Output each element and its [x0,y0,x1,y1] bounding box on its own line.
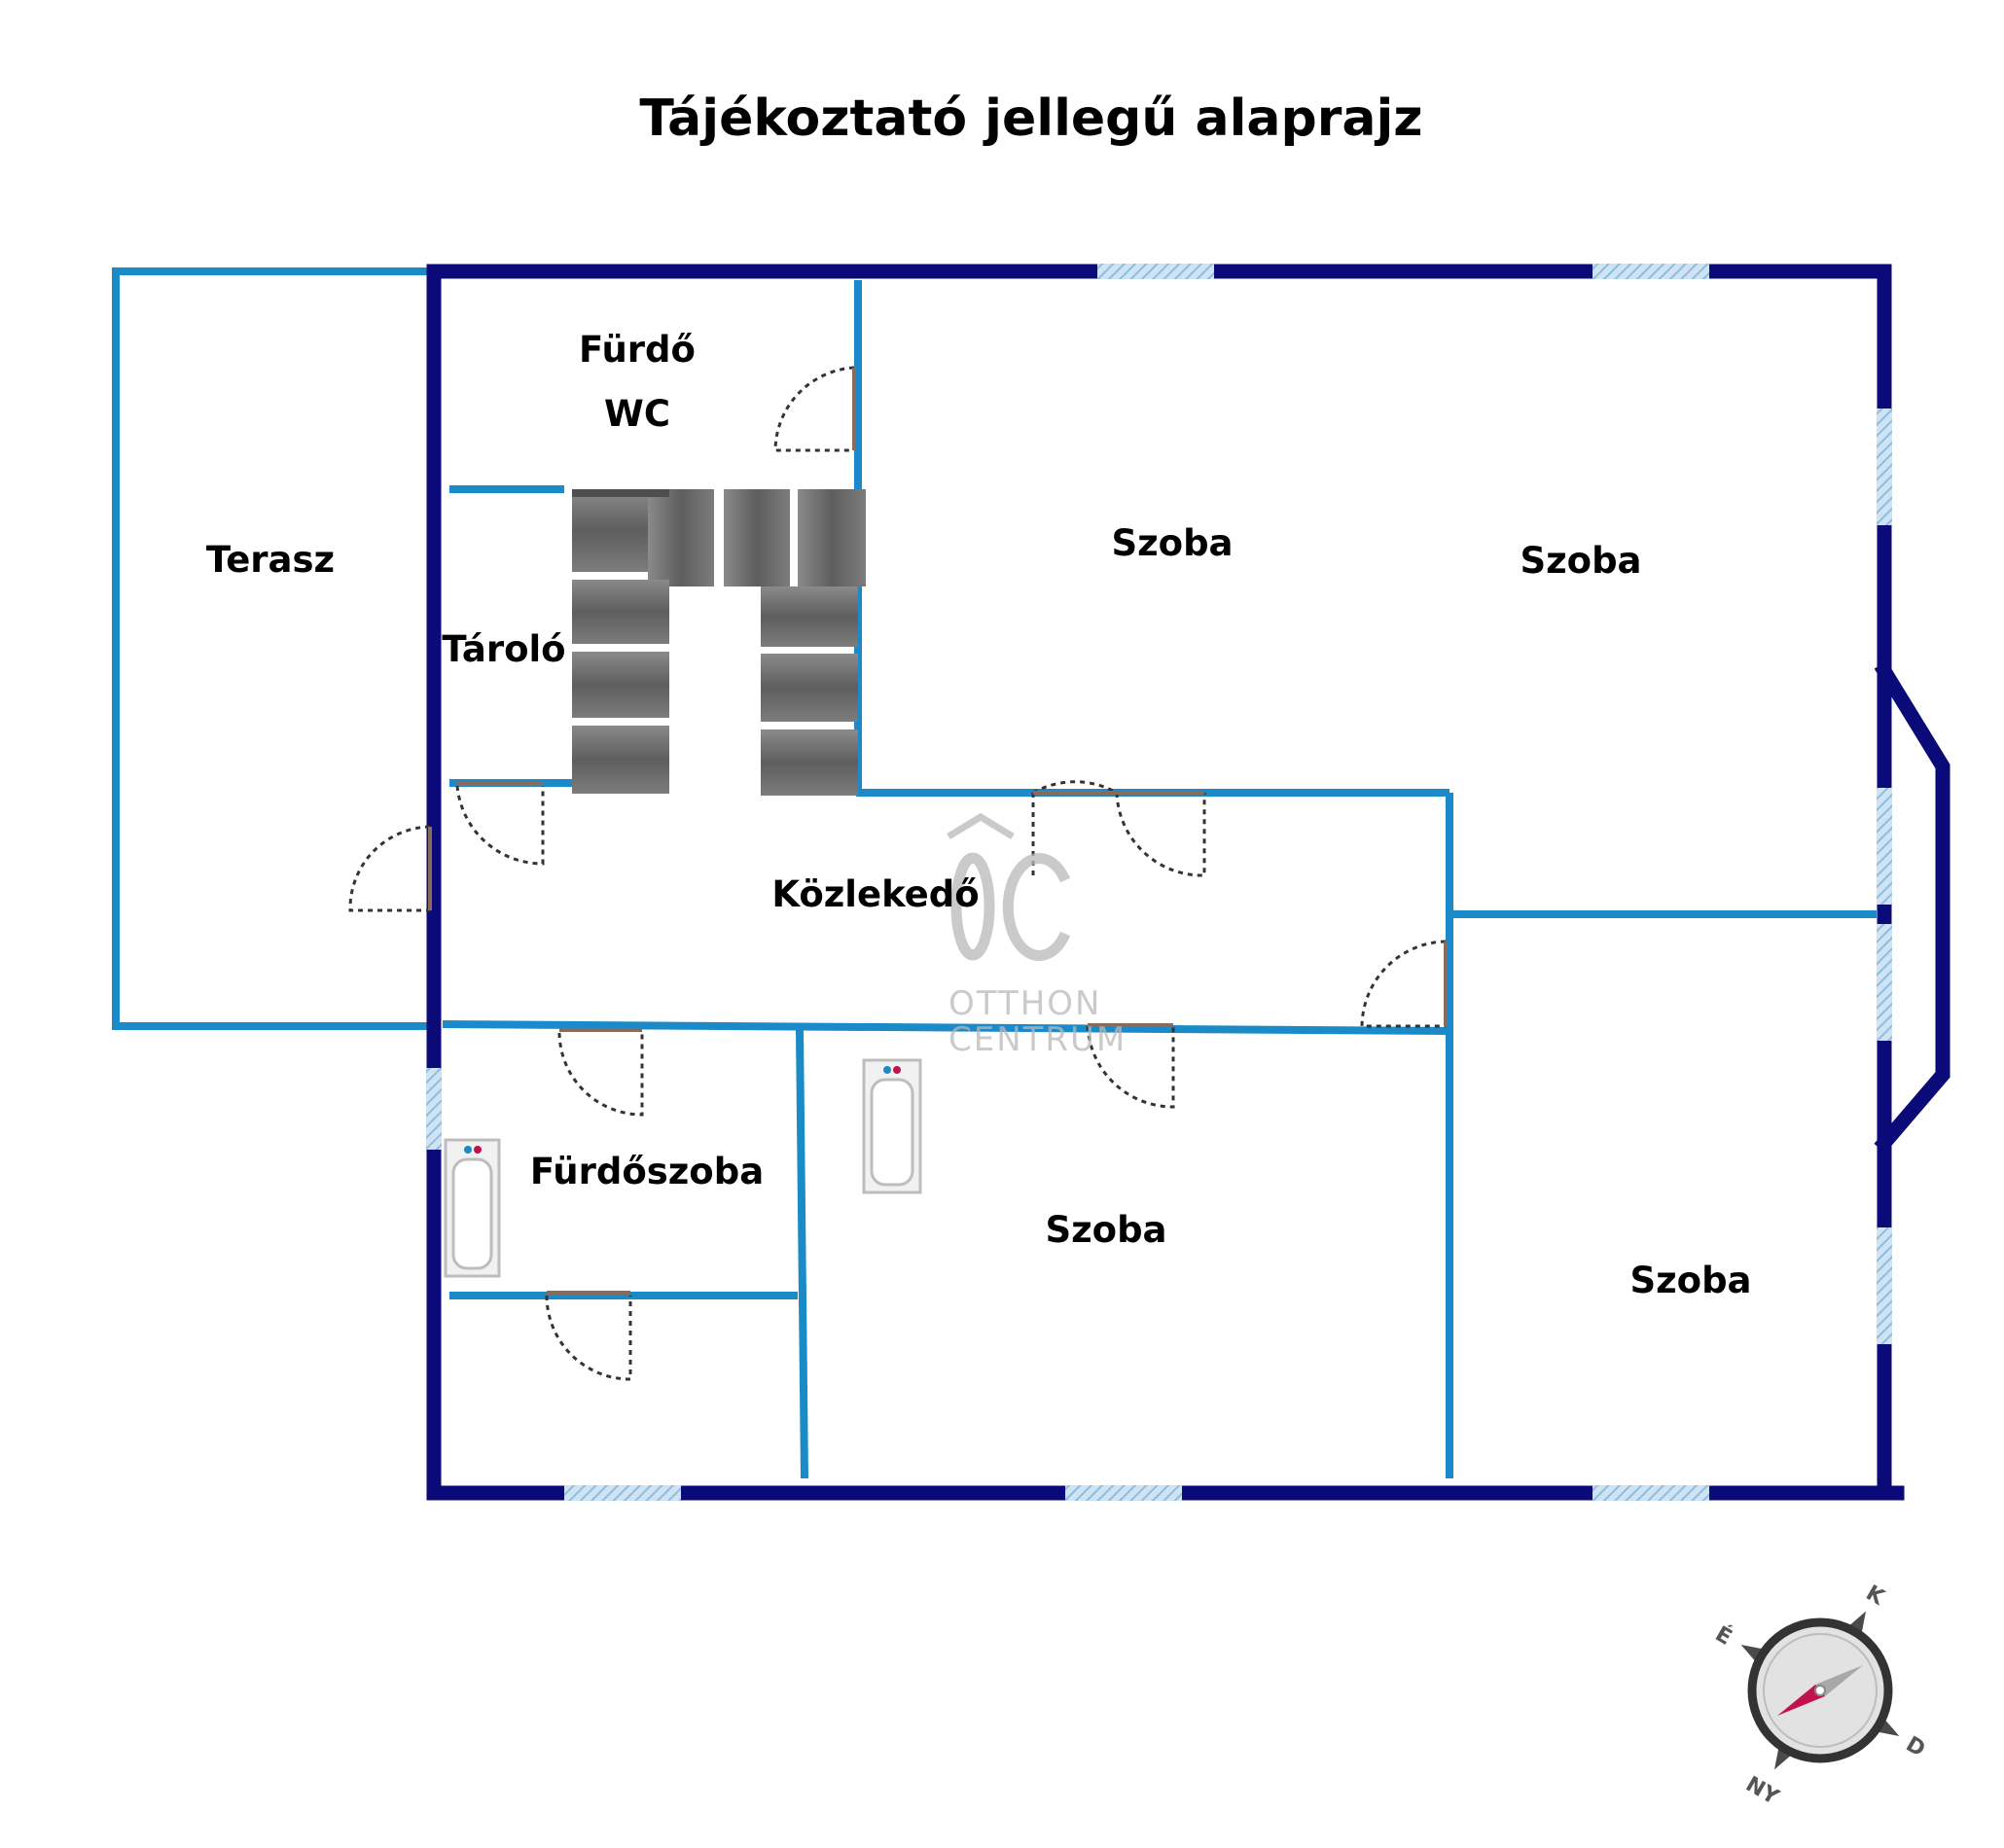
room-label-szoba-bottom-mid: Szoba [1045,1209,1166,1251]
watermark-line1: OTTHON [948,984,1101,1023]
room-label-terasz: Terasz [206,539,335,581]
compass-east-label: D [1902,1732,1929,1762]
watermark-line2: CENTRUM [948,1020,1127,1059]
room-label-wc: WC [604,393,670,435]
room-label-furdo: Fürdő [579,329,696,371]
page-title: Tájékoztató jellegű alaprajz [639,89,1423,148]
terrace-outline [112,267,434,1030]
door-leaves [428,368,1448,1295]
bathtub-icon [444,1138,501,1278]
windows [426,264,1892,1501]
compass-south-label: NY [1741,1772,1783,1810]
watermark-logo: OTTHON CENTRUM [947,812,1127,1059]
compass-north-label: K [1862,1581,1889,1611]
room-label-furdoszoba: Fürdőszoba [530,1151,764,1192]
compass-icon: K D NY É [1711,1581,1929,1810]
bathtub-icon [862,1058,922,1194]
room-label-tarolo: Tároló [442,628,565,670]
room-label-szoba-top-right: Szoba [1520,540,1641,582]
outer-walls [426,264,1950,1501]
room-label-kozlekedo: Közlekedő [771,873,979,915]
doors [348,366,1447,1381]
staircase [572,489,866,796]
compass-west-label: É [1711,1621,1736,1651]
room-label-szoba-top-mid: Szoba [1111,522,1233,564]
room-label-szoba-bottom-right: Szoba [1629,1260,1751,1301]
